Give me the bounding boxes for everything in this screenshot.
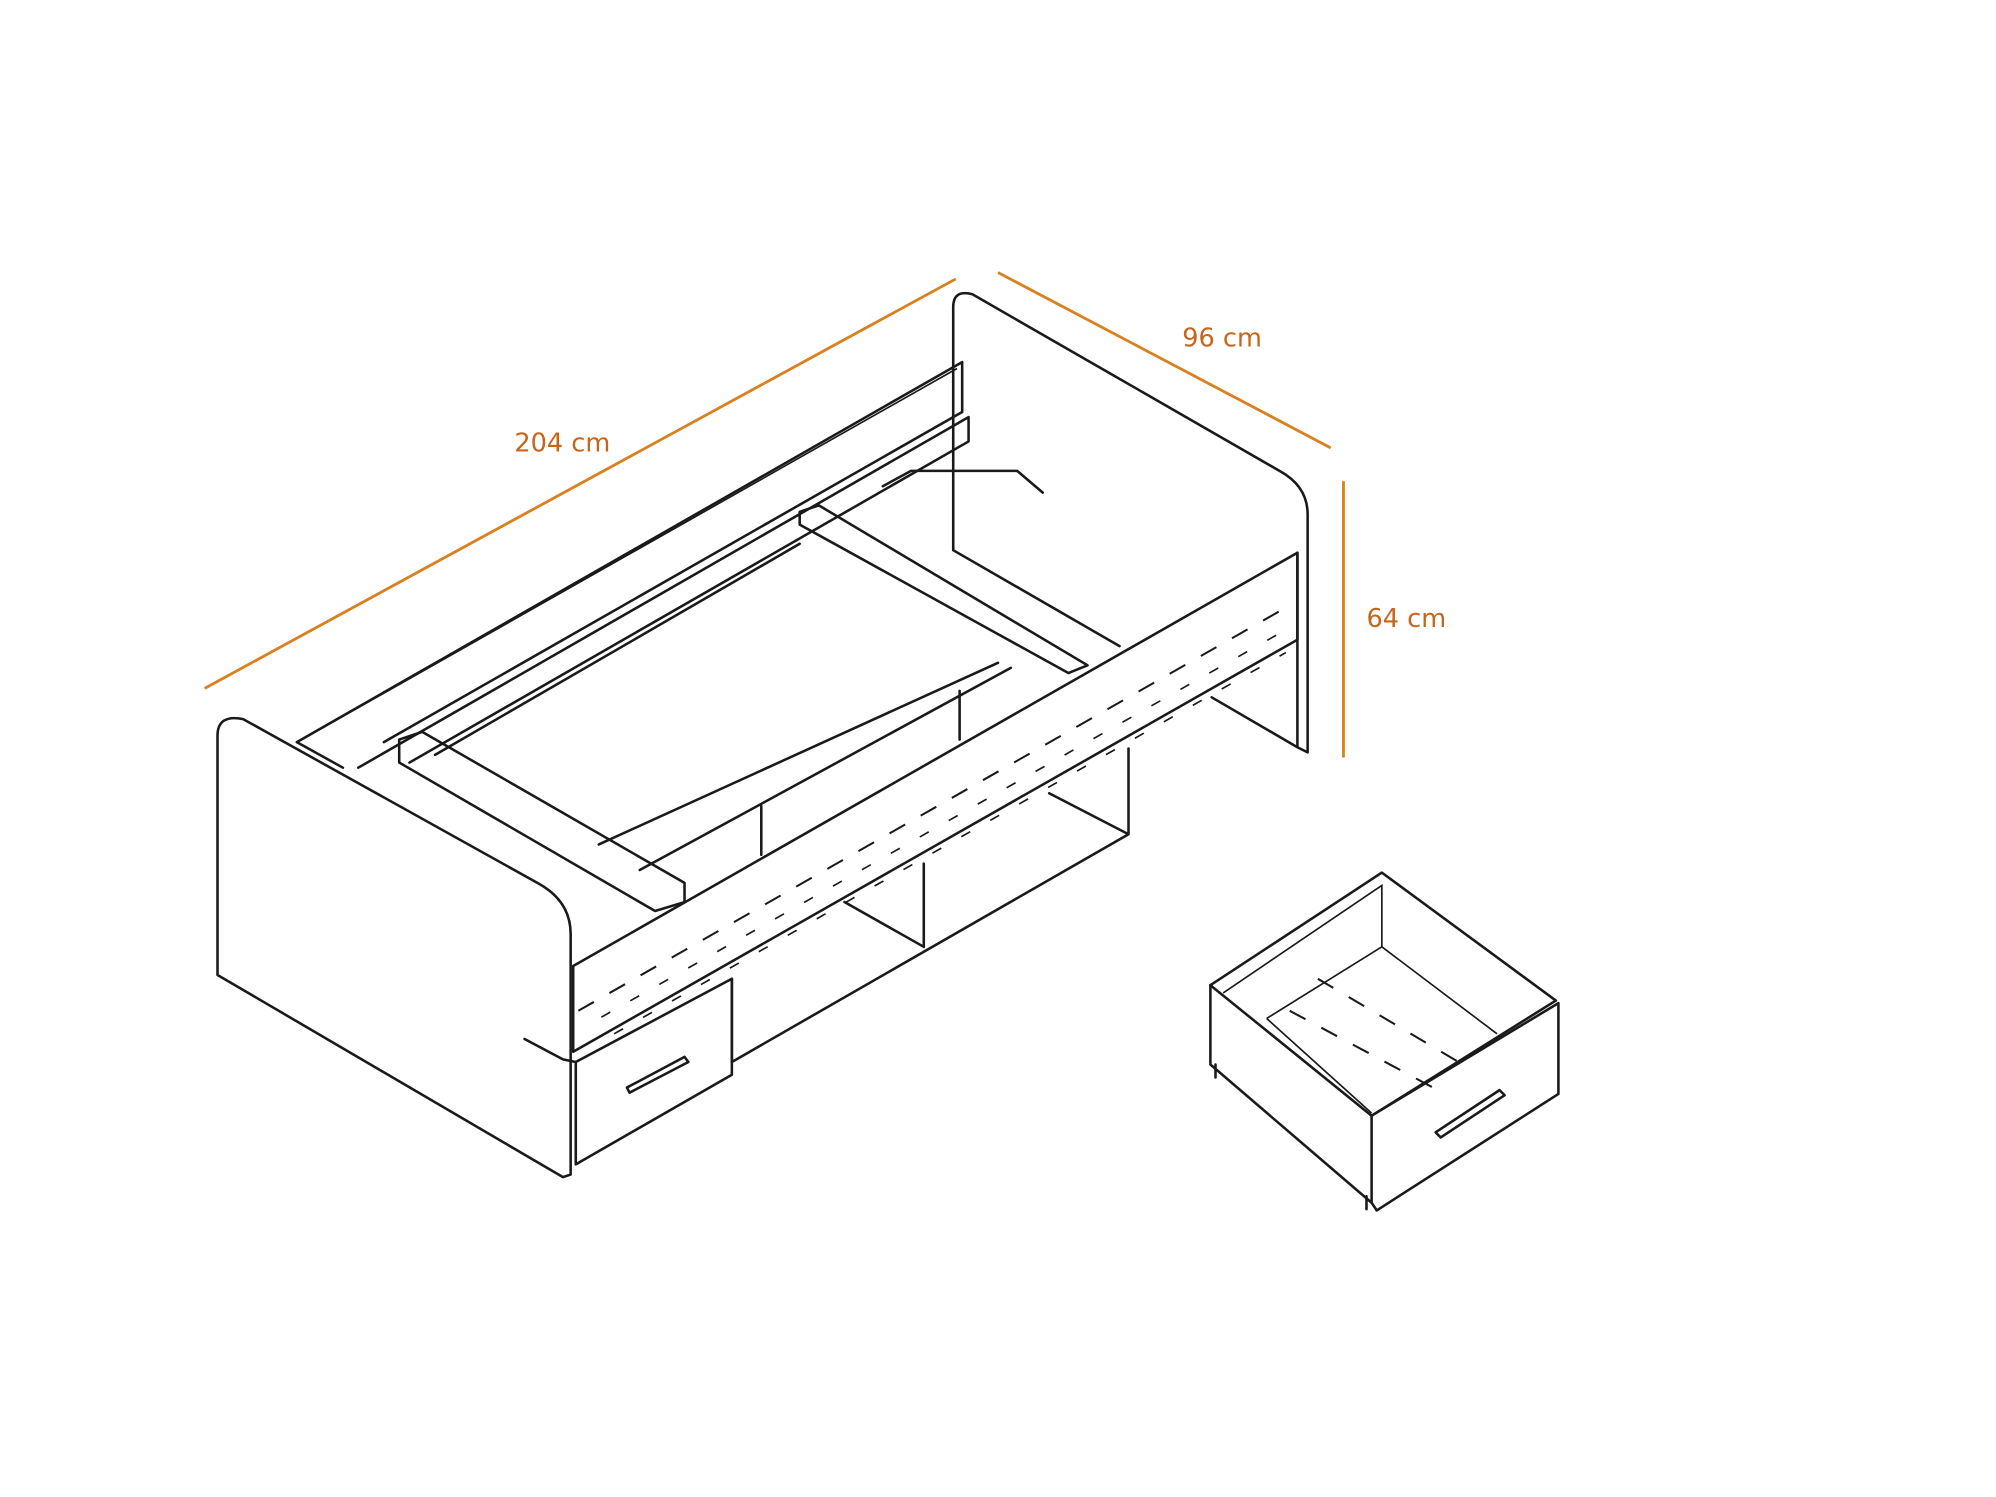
width-dimension-line	[997, 271, 1332, 450]
drawer	[1209, 871, 1560, 1212]
height-label: 64 cm	[1366, 604, 1446, 634]
length-label: 204 cm	[514, 429, 610, 459]
length-dimension-line	[204, 277, 957, 690]
bed-frame	[216, 291, 1309, 1179]
width-label: 96 cm	[1182, 324, 1262, 354]
